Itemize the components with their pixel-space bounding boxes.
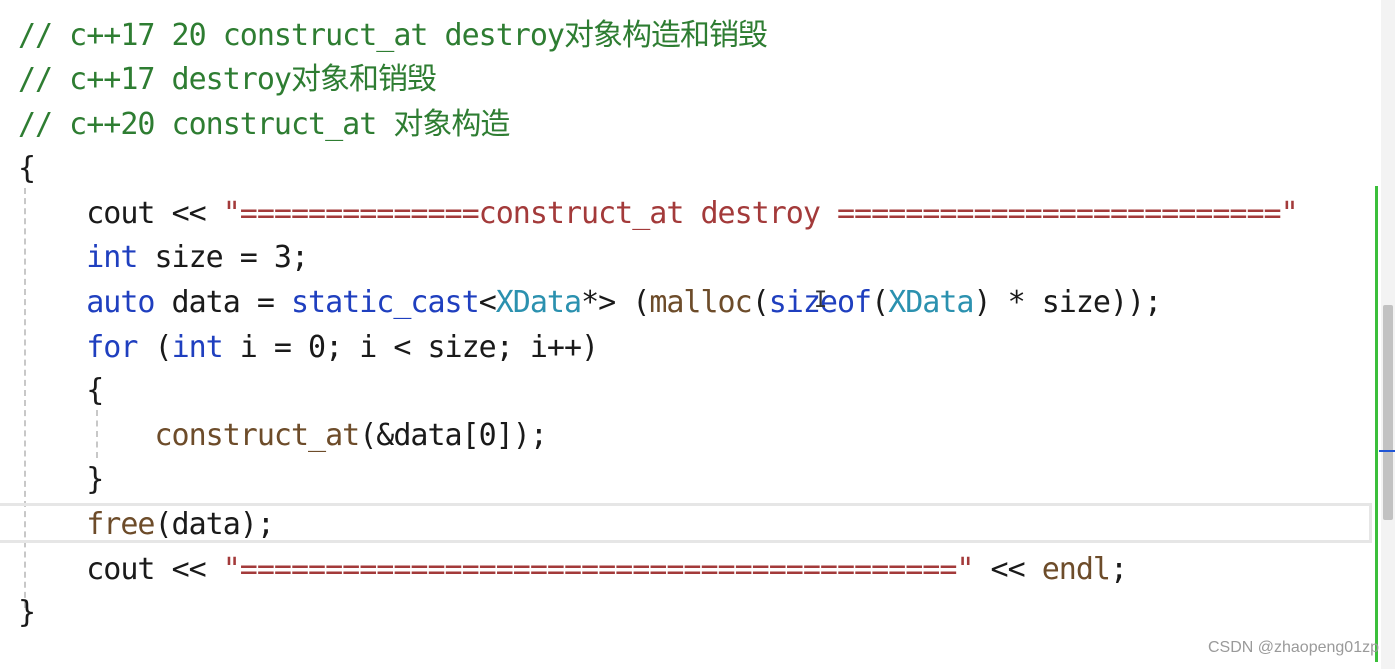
code-token: ; — [1109, 552, 1128, 587]
code-line[interactable]: } — [18, 591, 36, 635]
code-line[interactable]: // c++17 20 construct_at destroy对象构造和销毁 — [18, 14, 768, 58]
code-token: "==============construct_at destroy ====… — [222, 196, 1299, 231]
code-token — [18, 418, 155, 453]
code-token: ) * size)); — [973, 285, 1163, 320]
code-token: // c++17 20 construct_at destroy对象构造和销毁 — [18, 18, 768, 53]
code-token: // c++17 destroy对象和销毁 — [18, 62, 437, 97]
code-token: ( — [137, 330, 172, 365]
code-token: endl — [1041, 552, 1111, 587]
indent-guide — [24, 188, 26, 608]
code-token — [18, 240, 86, 275]
code-line[interactable]: } — [18, 458, 104, 502]
code-line[interactable]: for (int i = 0; i < size; i++) — [18, 326, 599, 370]
code-token: int — [86, 240, 138, 275]
code-token: << — [973, 552, 1042, 587]
code-token: XData — [888, 285, 974, 320]
code-token — [18, 507, 86, 542]
code-line[interactable]: construct_at(&data[0]); — [18, 414, 548, 458]
code-token: ( — [751, 285, 770, 320]
code-token: size = 3; — [137, 240, 309, 275]
watermark: CSDN @zhaopeng01zp — [1207, 639, 1379, 656]
current-line-highlight — [0, 503, 1372, 543]
code-token: } — [18, 462, 104, 497]
code-token: << — [171, 196, 223, 231]
code-line[interactable]: auto data = static_cast<XData*> (malloc(… — [18, 281, 1163, 325]
code-token: int — [171, 330, 224, 365]
code-token: "=======================================… — [222, 552, 975, 587]
mouse-ibeam-cursor-icon: I — [814, 288, 828, 313]
scrollbar-thumb[interactable] — [1383, 305, 1393, 520]
code-token: } — [18, 595, 36, 630]
code-line[interactable]: cout << "==============construct_at dest… — [18, 192, 1298, 236]
code-token: XData — [495, 285, 582, 320]
code-line[interactable]: int size = 3; — [18, 236, 309, 280]
code-token: static_cast — [291, 285, 480, 320]
change-bar — [1375, 186, 1378, 662]
scrollbar-position-marker — [1379, 450, 1395, 452]
code-line[interactable]: cout << "===============================… — [18, 548, 1128, 592]
vertical-scrollbar[interactable] — [1381, 0, 1395, 669]
code-token: free — [86, 507, 155, 542]
code-token: // c++20 construct_at 对象构造 — [18, 107, 510, 142]
code-token: *> ( — [581, 285, 650, 320]
code-token: auto — [86, 285, 155, 320]
code-token: { — [18, 151, 36, 186]
code-token: data = — [154, 285, 291, 320]
code-token: sizeof — [768, 285, 872, 320]
code-token: < — [478, 285, 497, 320]
code-token: malloc — [649, 285, 752, 320]
code-token: (data); — [154, 507, 275, 542]
indent-guide — [96, 410, 98, 458]
code-token: { — [18, 373, 104, 408]
code-token: cout — [18, 552, 172, 587]
code-token: << — [171, 552, 223, 587]
code-line[interactable]: // c++20 construct_at 对象构造 — [18, 103, 510, 147]
code-line[interactable]: { — [18, 369, 104, 413]
code-token: cout — [18, 196, 172, 231]
code-token: (&data[0]); — [359, 418, 548, 453]
code-line[interactable]: // c++17 destroy对象和销毁 — [18, 58, 437, 102]
code-token: i = 0; i < size; i++) — [222, 330, 599, 365]
code-token — [18, 285, 86, 320]
code-line[interactable]: free(data); — [18, 503, 275, 547]
code-token: ( — [871, 285, 889, 320]
code-token — [18, 330, 86, 365]
code-token: for — [86, 330, 138, 365]
code-token: construct_at — [154, 418, 361, 453]
code-line[interactable]: { — [18, 147, 36, 191]
